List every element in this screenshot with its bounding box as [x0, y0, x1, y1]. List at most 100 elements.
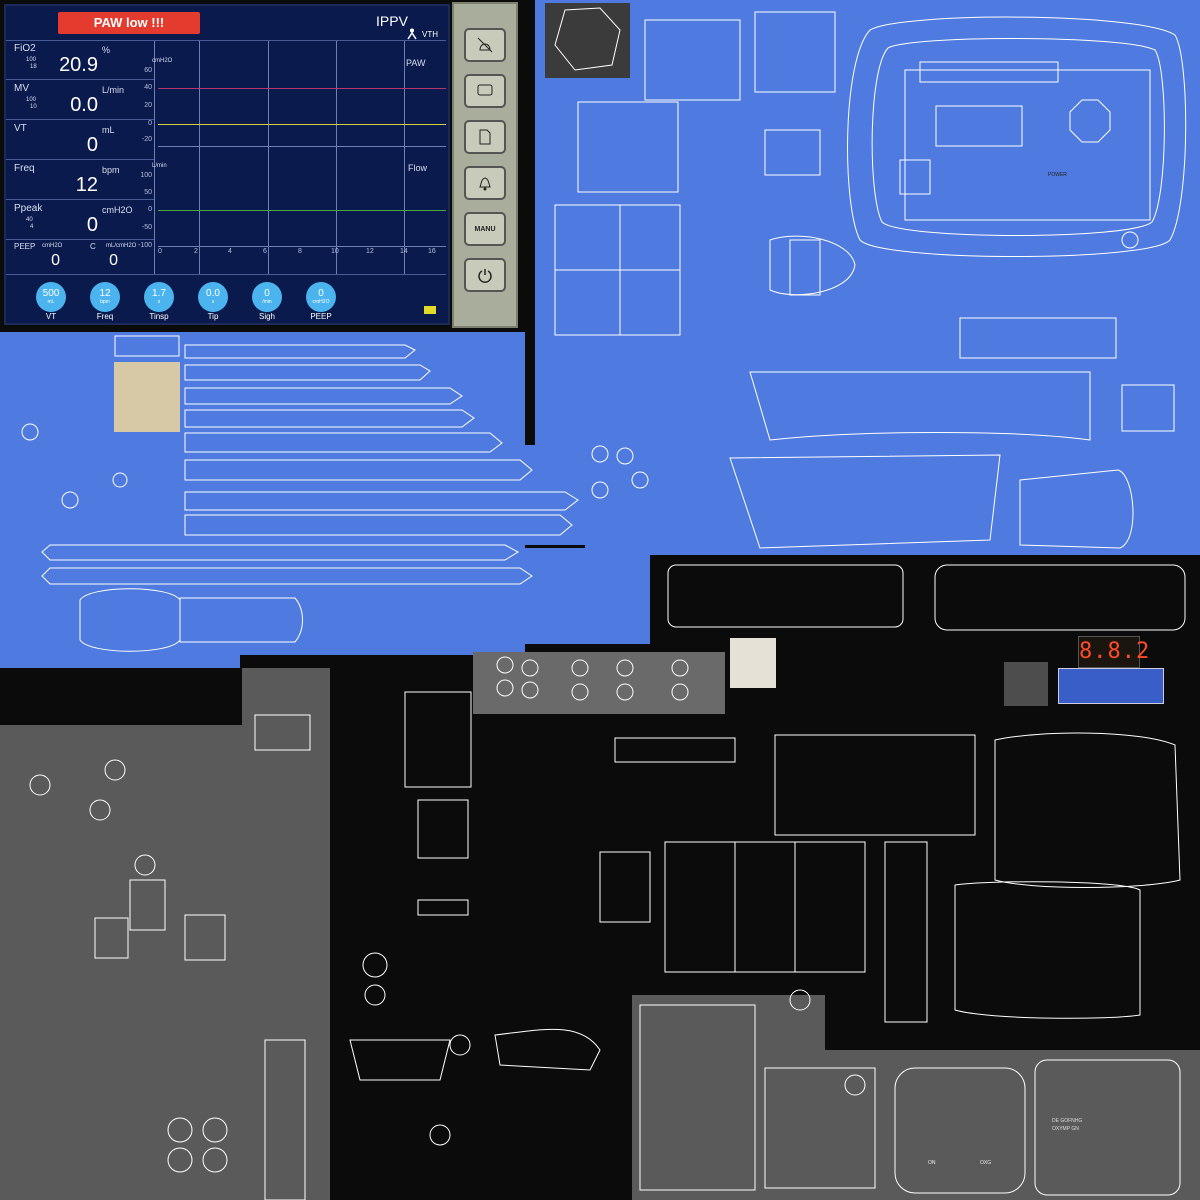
param-limit-fio2-low: 18 — [30, 64, 37, 70]
screen-button[interactable] — [464, 74, 506, 108]
param-value-freq: 12 — [75, 174, 98, 196]
mode-sub-label: VTH — [422, 30, 438, 39]
soft-button-label: Sigh — [258, 312, 275, 321]
flow-axis-line — [158, 246, 446, 247]
flow-y-tick: 100 — [140, 172, 152, 179]
soft-button-label: VT — [45, 312, 57, 321]
flow-x-tick: 14 — [400, 248, 408, 255]
soft-button-unit: mL — [47, 299, 55, 305]
grid-line — [404, 41, 405, 274]
param-divider — [6, 159, 154, 160]
flow-x-tick: 16 — [428, 248, 436, 255]
flow-y-tick: 0 — [148, 206, 152, 213]
param-limit-ppeak-low: 4 — [30, 224, 34, 230]
bottom-label-c: C — [90, 242, 96, 251]
mode-label: IPPV — [376, 13, 408, 29]
flow-y-tick: -50 — [141, 224, 152, 231]
uv-region-gray-bottom-left — [0, 668, 330, 1200]
menu-icon: MANU — [474, 225, 496, 233]
flow-x-tick: 0 — [158, 248, 162, 255]
uv-region-gray-bottom-right — [632, 995, 1200, 1200]
bottom-unit-c: mL/cmH2O — [106, 243, 137, 249]
param-unit-ppeak: cmH2O — [102, 205, 133, 215]
soft-button-value: 0 — [318, 288, 324, 299]
gauge-texture-swatch — [730, 638, 776, 688]
param-label-mv: MV — [14, 83, 29, 94]
tan-texture-swatch — [114, 362, 180, 432]
uv-region-blue-left — [0, 332, 585, 668]
bottom-value-c: 0 — [109, 252, 118, 269]
paw-y-tick: 0 — [148, 120, 152, 127]
param-unit-fio2: % — [102, 45, 111, 55]
param-limit-fio2-high: 100 — [26, 57, 37, 63]
sticker-text: OXYMP GN — [1052, 1126, 1079, 1132]
param-limit-ppeak-high: 40 — [26, 217, 33, 223]
soft-button-value: 0 — [264, 288, 270, 299]
power-icon — [478, 269, 492, 283]
paw-y-tick: -20 — [141, 136, 152, 143]
soft-button-unit: cmH2O — [312, 299, 330, 305]
small-label: ON — [928, 1160, 936, 1166]
param-unit-vt: mL — [102, 125, 115, 135]
bell-icon — [479, 177, 491, 191]
document-button[interactable] — [464, 120, 506, 154]
hardware-button-panel: MANU — [452, 2, 518, 328]
soft-button-label: Freq — [96, 312, 114, 321]
param-unit-freq: bpm — [102, 165, 120, 175]
bottom-value-peep: 0 — [51, 252, 60, 269]
param-unit-mv: L/min — [102, 85, 125, 95]
param-divider — [6, 79, 154, 80]
soft-button-value: 12 — [99, 288, 111, 299]
paw-alarm-limit-line — [158, 88, 446, 89]
blue-label-plate — [1058, 668, 1164, 704]
paw-trace — [158, 124, 446, 125]
graph-panel-divider — [154, 41, 155, 274]
grid-line — [268, 41, 269, 274]
patient-icon — [407, 28, 417, 40]
paw-graph-unit: cmH2O — [152, 58, 173, 64]
grid-line — [199, 41, 200, 274]
soft-button-unit: bpm — [100, 299, 110, 305]
screen-icon — [477, 84, 493, 96]
document-icon — [479, 129, 491, 145]
red-segment-display: 8.8.2 — [1078, 636, 1149, 668]
grid-line — [336, 41, 337, 274]
param-value-vt: 0 — [86, 134, 98, 156]
paw-y-tick: 20 — [144, 102, 152, 109]
param-value-fio2: 20.9 — [59, 54, 98, 76]
param-divider — [6, 199, 154, 200]
flow-graph-title: Flow — [408, 163, 428, 173]
param-divider — [6, 119, 154, 120]
paw-y-tick: 40 — [144, 84, 152, 91]
alarm-button[interactable] — [464, 166, 506, 200]
header-divider — [6, 40, 446, 41]
alarm-silence-icon — [477, 37, 493, 53]
uv-region-blue-top — [535, 0, 1200, 555]
flow-y-tick: -100 — [137, 242, 152, 249]
soft-button-label: Tip — [207, 312, 219, 321]
flow-x-tick: 6 — [263, 248, 267, 255]
power-label: POWER — [1048, 172, 1067, 178]
ventilator-screen: PAW low !!! IPPV VTH FiO2 % 100 18 20.9 … — [4, 4, 450, 325]
soft-button-label: Tinsp — [149, 312, 169, 321]
flow-x-tick: 8 — [298, 248, 302, 255]
soft-button-value: 0.0 — [206, 288, 220, 299]
menu-button[interactable]: MANU — [464, 212, 506, 246]
soft-button-value: 500 — [42, 288, 60, 299]
sticker-text: DE GOFNHG — [1052, 1118, 1083, 1124]
footer-divider — [6, 274, 446, 275]
flow-x-tick: 10 — [331, 248, 339, 255]
flow-graph-unit: L/min — [152, 163, 167, 169]
power-button[interactable] — [464, 258, 506, 292]
alarm-silence-button[interactable] — [464, 28, 506, 62]
param-label-ppeak: Ppeak — [14, 203, 43, 214]
small-label: OXG — [980, 1160, 992, 1166]
flow-trace — [158, 210, 446, 211]
soft-button-sigh[interactable]: 0/min — [252, 282, 282, 312]
soft-button-unit: s — [211, 299, 215, 305]
